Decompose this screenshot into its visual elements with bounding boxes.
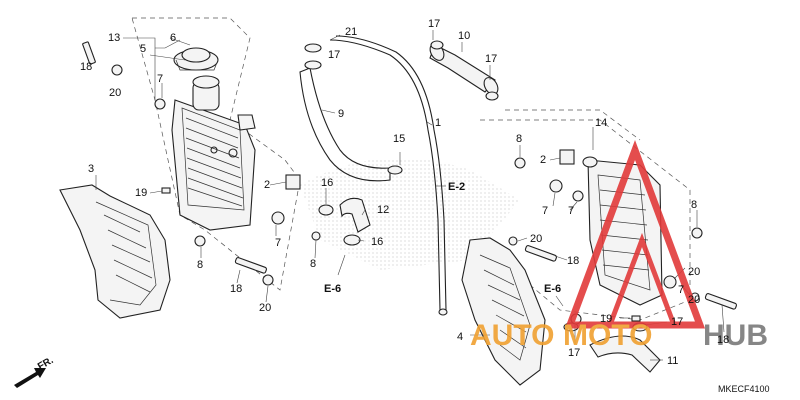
small-fasteners bbox=[82, 41, 737, 325]
watermark-hub: HUB bbox=[703, 319, 768, 352]
callout-2-a: 2 bbox=[264, 179, 270, 191]
callout-7-b: 7 bbox=[275, 237, 281, 249]
callout-17-a: 17 bbox=[328, 49, 340, 61]
callout-18-c: 18 bbox=[567, 255, 579, 267]
front-direction-arrow: FR. bbox=[14, 355, 56, 388]
callout-5: 5 bbox=[140, 43, 146, 55]
callout-20-d: 20 bbox=[688, 266, 700, 278]
callout-7-c: 7 bbox=[542, 205, 548, 217]
callout-17-b: 17 bbox=[428, 18, 440, 30]
right-shroud bbox=[461, 237, 546, 386]
callout-17-c: 17 bbox=[485, 53, 497, 65]
left-radiator bbox=[171, 75, 256, 231]
callout-16-b: 16 bbox=[371, 236, 383, 248]
callout-11: 11 bbox=[667, 355, 678, 367]
callout-18-d: 18 bbox=[717, 334, 729, 346]
callout-2-b: 2 bbox=[540, 154, 546, 166]
callout-15: 15 bbox=[393, 133, 405, 145]
callout-16-a: 16 bbox=[321, 177, 333, 189]
callout-7-d: 7 bbox=[568, 205, 574, 217]
hose-11 bbox=[589, 335, 661, 373]
callout-8-a: 8 bbox=[310, 258, 316, 270]
callout-8-c: 8 bbox=[516, 133, 522, 145]
diagram-code: MKECF4100 bbox=[718, 384, 770, 394]
leader-lines bbox=[95, 30, 725, 361]
section-refs: E-2 E-6 E-6 bbox=[324, 181, 564, 307]
callout-12: 12 bbox=[377, 204, 389, 216]
callout-21: 21 bbox=[345, 26, 357, 38]
callout-labels: 13 5 6 18 20 7 3 19 2 7 16 12 16 8 8 18 … bbox=[80, 18, 729, 367]
front-label: FR. bbox=[36, 355, 56, 373]
watermark-moto: MOTO bbox=[563, 319, 652, 352]
callout-19-b: 19 bbox=[600, 313, 612, 325]
callout-20-a: 20 bbox=[109, 87, 121, 99]
hose-12 bbox=[339, 197, 371, 233]
callout-17-e: 17 bbox=[568, 347, 580, 359]
callout-3: 3 bbox=[88, 163, 94, 175]
callout-18-a: 18 bbox=[80, 61, 92, 73]
callout-6: 6 bbox=[170, 32, 176, 44]
callout-13: 13 bbox=[108, 32, 120, 44]
callout-18-b: 18 bbox=[230, 283, 242, 295]
callout-19-a: 19 bbox=[135, 187, 147, 199]
callout-20-c: 20 bbox=[530, 233, 542, 245]
ref-e6-left: E-6 bbox=[324, 283, 341, 295]
callout-20-b: 20 bbox=[259, 302, 271, 314]
ref-e6-right: E-6 bbox=[544, 283, 561, 295]
callout-17-d: 17 bbox=[671, 316, 683, 328]
callout-7-e: 7 bbox=[678, 284, 684, 296]
breather-tube bbox=[329, 35, 448, 316]
callout-8-d: 8 bbox=[691, 199, 697, 211]
callout-4: 4 bbox=[457, 331, 463, 343]
callout-14: 14 bbox=[595, 117, 607, 129]
radiator-cap bbox=[173, 47, 219, 71]
callout-1: 1 bbox=[435, 117, 441, 129]
hose-10 bbox=[429, 43, 499, 95]
left-shroud bbox=[59, 184, 171, 319]
watermark-auto: AUTO bbox=[470, 319, 554, 352]
callout-7-a: 7 bbox=[157, 73, 163, 85]
right-radiator bbox=[582, 156, 663, 306]
hose-9 bbox=[299, 60, 391, 182]
callout-10: 10 bbox=[458, 30, 470, 42]
callout-8-b: 8 bbox=[197, 259, 203, 271]
ref-e2: E-2 bbox=[448, 181, 465, 193]
callout-9: 9 bbox=[338, 108, 344, 120]
callout-20-e: 20 bbox=[688, 294, 700, 306]
watermark-logo: AUTO MOTO HUB bbox=[470, 139, 768, 352]
